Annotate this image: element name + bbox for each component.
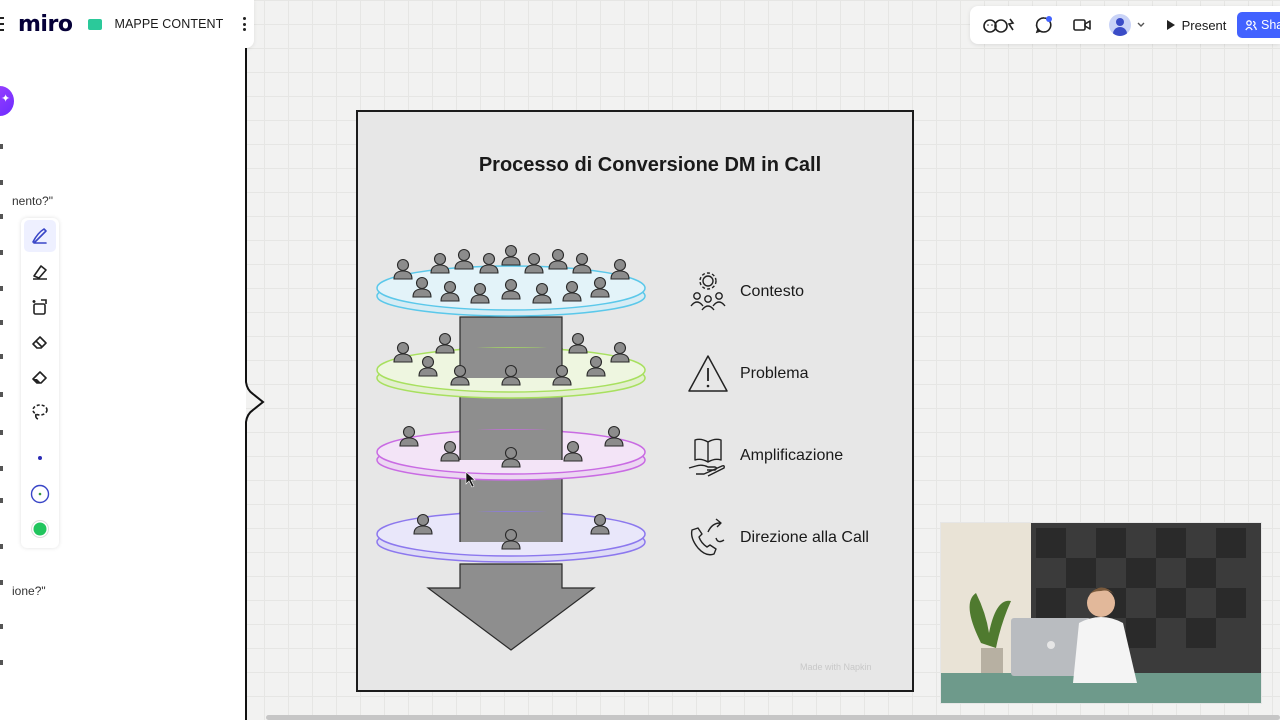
board-icon bbox=[88, 18, 103, 30]
panel-text-snippet: ione?" bbox=[12, 584, 46, 598]
eraser-icon[interactable] bbox=[24, 326, 56, 358]
mouse-cursor-icon bbox=[465, 471, 476, 488]
object-eraser-icon[interactable] bbox=[24, 361, 56, 393]
stage-label: Direzione alla Call bbox=[740, 529, 869, 546]
video-call-icon[interactable] bbox=[1066, 6, 1098, 44]
small-dot-color-icon[interactable] bbox=[24, 442, 56, 474]
board-options-icon[interactable] bbox=[243, 17, 247, 31]
phone-arrow-icon bbox=[690, 518, 725, 556]
pen-icon[interactable] bbox=[24, 220, 56, 252]
stage-amplificazione: Amplificazione bbox=[686, 434, 843, 478]
share-people-icon bbox=[1245, 20, 1257, 31]
presenter-video bbox=[941, 523, 1261, 703]
drawing-toolbar bbox=[21, 218, 59, 548]
chat-icon[interactable] bbox=[1028, 6, 1060, 44]
diagram-title: Processo di Conversione DM in Call bbox=[478, 154, 822, 176]
board-header: miro MAPPE CONTENT bbox=[0, 0, 254, 48]
avatar bbox=[1109, 14, 1131, 36]
green-color-icon[interactable] bbox=[24, 513, 56, 545]
board-name[interactable]: MAPPE CONTENT bbox=[114, 17, 224, 31]
share-button[interactable]: Sha bbox=[1237, 12, 1280, 38]
stage-direzione-call: Direzione alla Call bbox=[686, 516, 869, 560]
collapsed-toolbar-edge bbox=[0, 140, 4, 680]
reactions-icon[interactable] bbox=[980, 6, 1018, 44]
stage-label: Contesto bbox=[740, 283, 805, 300]
book-hand-icon bbox=[688, 438, 725, 477]
warning-icon bbox=[688, 355, 728, 392]
main-menu-icon[interactable] bbox=[0, 0, 8, 48]
lasso-icon[interactable] bbox=[24, 396, 56, 428]
panel-text-snippet: nento?" bbox=[12, 194, 53, 208]
diagram-frame[interactable]: Processo di Conversione DM in Call bbox=[356, 110, 914, 692]
funnel-diagram bbox=[376, 244, 646, 651]
stage-problema: Problema bbox=[686, 352, 808, 396]
miro-logo[interactable]: miro bbox=[18, 11, 73, 37]
panel-collapse-handle[interactable] bbox=[245, 48, 265, 720]
play-icon bbox=[1166, 20, 1175, 30]
share-label: Sha bbox=[1261, 18, 1280, 32]
stage-label: Amplificazione bbox=[740, 447, 844, 464]
present-label: Present bbox=[1181, 17, 1227, 33]
people-gear-icon bbox=[690, 272, 726, 311]
funnel-disk-problema bbox=[376, 332, 646, 399]
napkin-watermark: Made with Napkin bbox=[800, 662, 872, 672]
outlined-dot-color-icon[interactable] bbox=[24, 478, 56, 510]
funnel-disk-direzione bbox=[376, 511, 646, 563]
present-button[interactable]: Present bbox=[1160, 6, 1232, 44]
stage-label: Problema bbox=[740, 365, 809, 382]
highlighter-icon[interactable] bbox=[24, 256, 56, 288]
horizontal-scrollbar[interactable] bbox=[266, 715, 1280, 720]
user-avatar-menu[interactable] bbox=[1104, 6, 1150, 44]
ai-assistant-button[interactable] bbox=[0, 86, 14, 116]
shape-insert-icon[interactable] bbox=[24, 291, 56, 323]
webcam-overlay bbox=[940, 522, 1262, 704]
funnel-disk-contesto bbox=[376, 244, 646, 317]
collaboration-toolbar: Present Sha bbox=[970, 6, 1280, 44]
funnel-disk-amplificazione bbox=[376, 425, 646, 481]
chevron-down-icon bbox=[1137, 22, 1145, 27]
stage-contesto: Contesto bbox=[686, 270, 804, 314]
